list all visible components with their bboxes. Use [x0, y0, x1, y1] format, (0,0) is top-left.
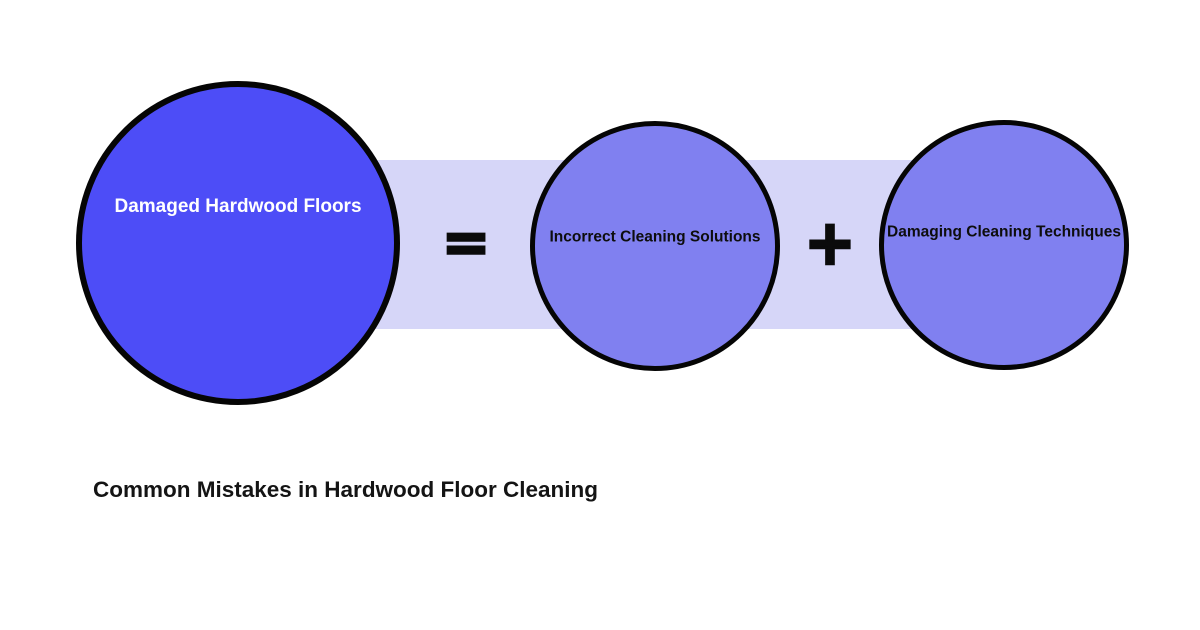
result-circle: Damaged Hardwood Floors — [76, 81, 400, 405]
result-circle-label: Damaged Hardwood Floors — [114, 196, 362, 217]
chart-title: Common Mistakes in Hardwood Floor Cleani… — [93, 477, 599, 502]
cause-circle-solutions-label: Incorrect Cleaning Solutions — [549, 228, 761, 246]
cause-circle-techniques-label: Damaging Cleaning Techniques — [887, 223, 1121, 241]
cause-circle-solutions: Incorrect Cleaning Solutions — [530, 121, 780, 371]
plus-operator: + — [803, 206, 857, 279]
cause-circle-techniques: Damaging Cleaning Techniques — [879, 120, 1129, 370]
equals-operator: = — [440, 208, 491, 276]
